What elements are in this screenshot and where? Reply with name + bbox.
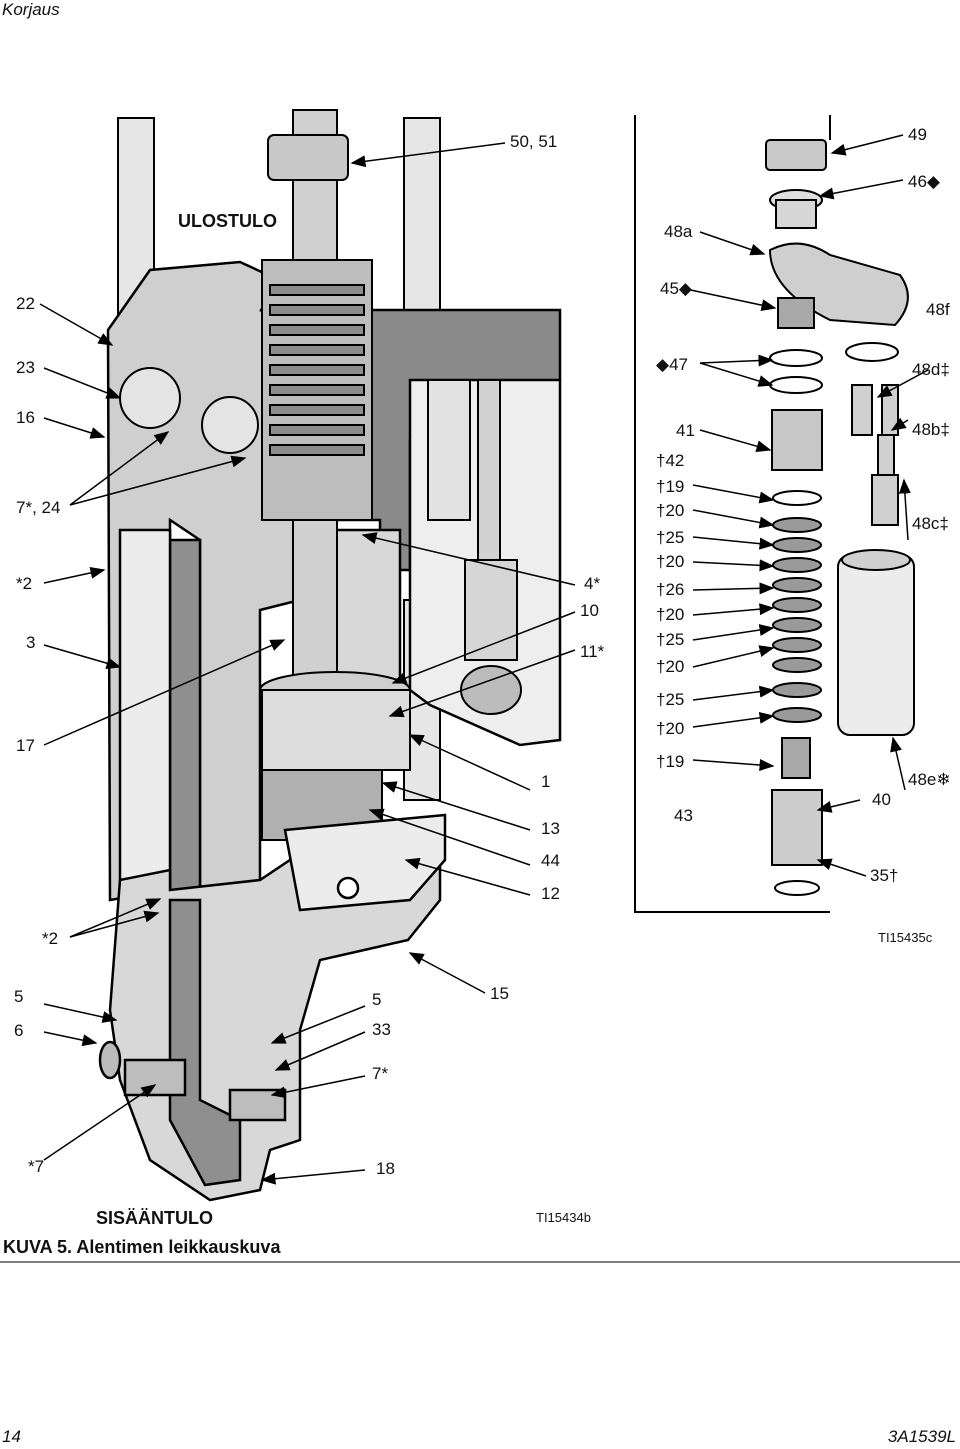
detail-callout-48b: 48b‡ xyxy=(912,420,950,439)
leader-lines-main xyxy=(39,142,576,1185)
callout-7-24: 7*, 24 xyxy=(16,498,61,517)
detail-callout-20-a: †20 xyxy=(656,501,685,520)
document-id: 3A1539L xyxy=(887,1427,956,1446)
leader-lines-detail xyxy=(685,134,929,877)
detail-callout-20-c: †20 xyxy=(656,605,685,624)
image-id-detail: TI15435c xyxy=(878,930,933,945)
detail-callout-20-d: †20 xyxy=(656,657,685,676)
outlet-label: ULOSTULO xyxy=(178,211,277,231)
section-header: Korjaus xyxy=(2,0,60,19)
callout-2-lower: *2 xyxy=(42,929,59,948)
detail-callout-48f: 48f xyxy=(926,300,950,319)
callout-50-51: 50, 51 xyxy=(510,132,558,151)
callout-23: 23 xyxy=(16,358,35,377)
callout-5-right: 5 xyxy=(372,990,382,1009)
detail-callout-35: 35† xyxy=(870,866,899,885)
detail-callout-48d: 48d‡ xyxy=(912,360,950,379)
detail-callout-48a: 48a xyxy=(664,222,693,241)
detail-callout-19-bottom: †19 xyxy=(656,752,685,771)
detail-callout-46: 46◆ xyxy=(908,172,940,191)
callout-17: 17 xyxy=(16,736,35,755)
detail-parts xyxy=(765,139,915,896)
detail-inset-frame xyxy=(634,115,831,913)
detail-callout-41: 41 xyxy=(676,421,695,440)
detail-callout-26: †26 xyxy=(656,580,685,599)
detail-callout-25-c: †25 xyxy=(656,690,685,709)
detail-callout-45: 45◆ xyxy=(660,279,692,298)
detail-callout-48e: 48e❄ xyxy=(908,770,951,789)
callout-7-bottom: *7 xyxy=(28,1157,45,1176)
base-and-inlet xyxy=(98,813,447,1202)
callout-7-right: 7* xyxy=(372,1064,389,1083)
detail-callout-20-b: †20 xyxy=(656,552,685,571)
callout-33: 33 xyxy=(372,1020,391,1039)
callout-22: 22 xyxy=(16,294,35,313)
callout-13: 13 xyxy=(541,819,560,838)
callout-10: 10 xyxy=(580,601,599,620)
figure-caption: KUVA 5. Alentimen leikkauskuva xyxy=(3,1237,280,1258)
detail-callout-48c: 48c‡ xyxy=(912,514,949,533)
detail-callout-40: 40 xyxy=(872,790,891,809)
callout-3: 3 xyxy=(26,633,36,652)
inlet-label: SISÄÄNTULO xyxy=(96,1208,213,1228)
callout-44: 44 xyxy=(541,851,560,870)
detail-callout-42: †42 xyxy=(656,451,685,470)
detail-callout-20-e: †20 xyxy=(656,719,685,738)
callout-18: 18 xyxy=(376,1159,395,1178)
callout-1: 1 xyxy=(541,772,551,791)
callout-15: 15 xyxy=(490,984,509,1003)
detail-callout-47: ◆47 xyxy=(656,355,688,374)
detail-callout-49: 49 xyxy=(908,125,927,144)
callout-4: 4* xyxy=(584,574,601,593)
detail-callout-25-a: †25 xyxy=(656,528,685,547)
callout-6: 6 xyxy=(14,1021,24,1040)
detail-callout-25-b: †25 xyxy=(656,630,685,649)
valve-cartridge xyxy=(427,379,522,715)
page-number: 14 xyxy=(2,1427,21,1446)
callout-5-left: 5 xyxy=(14,987,24,1006)
detail-callout-19-top: †19 xyxy=(656,477,685,496)
callout-2-upper: *2 xyxy=(16,574,33,593)
displacement-rod xyxy=(261,109,373,701)
caption-prefix: KUVA xyxy=(3,1237,52,1257)
callout-16: 16 xyxy=(16,408,35,427)
callout-12: 12 xyxy=(541,884,560,903)
image-id-main: TI15434b xyxy=(536,1210,591,1225)
detail-callout-43: 43 xyxy=(674,806,693,825)
callout-11: 11* xyxy=(580,642,605,661)
caption-text: 5. Alentimen leikkauskuva xyxy=(57,1237,281,1257)
